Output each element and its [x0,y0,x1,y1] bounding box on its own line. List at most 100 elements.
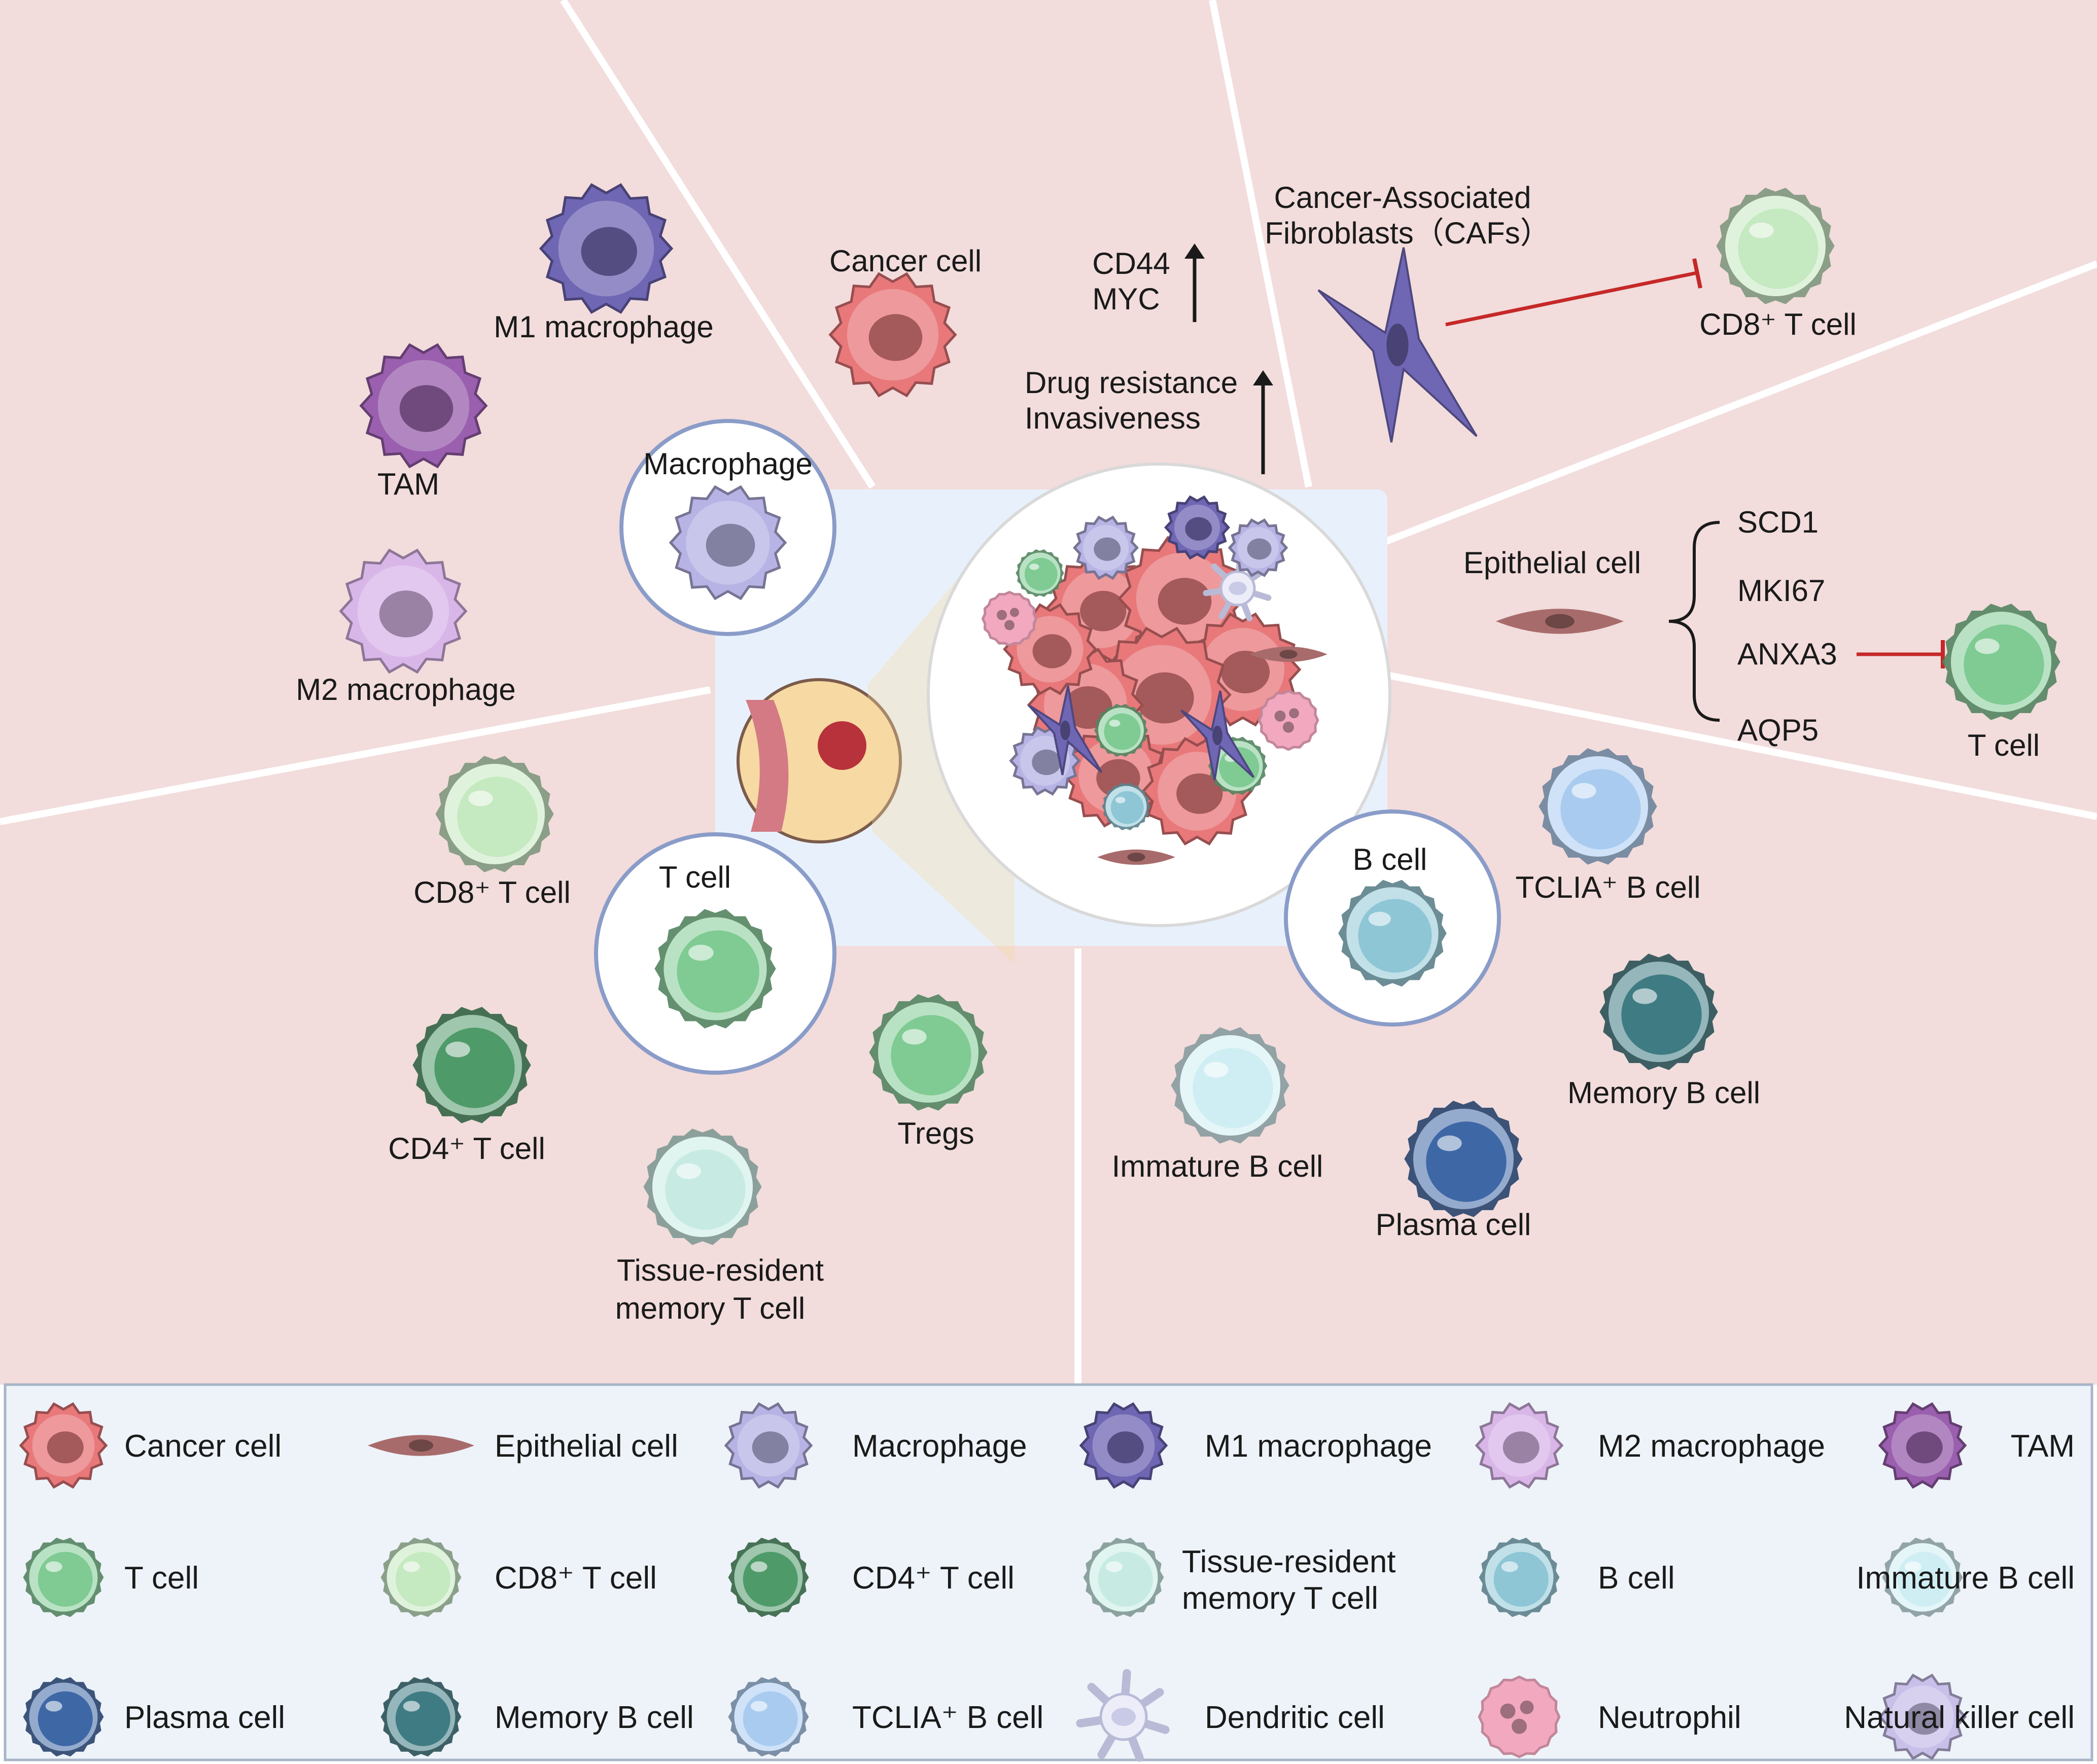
legend-swatch-icon [380,1537,462,1617]
cancer-cell-label: Cancer cell [829,244,982,278]
legend-label: Immature B cell [1856,1561,2075,1596]
gene-label-2: ANXA3 [1737,637,1837,671]
legend-label: M2 macrophage [1598,1429,1825,1464]
plasma-cell [1404,1101,1523,1217]
epithelial-label: Epithelial cell [1463,546,1641,580]
tumor-cell [1073,515,1139,580]
caf-inhibition-bar [1692,258,1702,289]
tumor-cell [1257,689,1319,751]
legend-item: Natural killer cell [1844,1673,2075,1760]
caf-in-tumor [1180,690,1255,781]
epithelial-in-tumor [1249,646,1327,662]
legend-item: CD4⁺ T cell [728,1537,1015,1617]
legend-item: Cancer cell [19,1402,282,1489]
legend-item: TAM [1878,1402,2075,1489]
legend-label: B cell [1598,1561,1675,1596]
legend-item: TCLIA⁺ B cell [728,1677,1043,1757]
tam-cell [359,343,488,469]
macrophage-zoom-circle: Macrophage [619,419,836,636]
gene-label-3: AQP5 [1737,713,1819,747]
legend-swatch-icon [1076,1669,1170,1762]
cd4-t-cell-label: CD4⁺ T cell [388,1132,545,1166]
caf-label-line2: Fibroblasts（CAFs） [1265,216,1550,250]
legend-swatch-icon [1882,1537,1963,1617]
cd8-t-cell-label: CD8⁺ T cell [413,875,571,909]
invasiveness-label: Invasiveness [1025,401,1201,435]
cd8-t-cell [435,756,554,872]
m1-macrophage-cell [539,183,674,314]
legend-swatch-icon [724,1402,813,1489]
legend-item: Immature B cell [1856,1537,2075,1617]
zoom-cell [669,485,787,601]
gene-label-0: SCD1 [1737,505,1819,539]
legend-label: Memory B cell [495,1700,694,1735]
macrophage-zoom-label: Macrophage [643,447,813,481]
zoom-cell [654,909,776,1029]
legend-label: Epithelial cell [495,1429,678,1464]
memory-b-cell [1599,954,1718,1070]
legend-swatch-icon [728,1677,809,1757]
plasma-cell-label: Plasma cell [1376,1208,1531,1242]
legend-label: Dendritic cell [1205,1700,1385,1735]
drug-resistance-label: Drug resistance [1025,366,1238,400]
epithelial-in-tumor [1097,849,1175,865]
m1-macrophage-label: M1 macrophage [494,310,714,344]
legend-swatch-icon [23,1537,104,1617]
legend-swatch-icon [19,1402,108,1489]
legend-item: M2 macrophage [1475,1402,1825,1489]
tumor-cell [981,590,1038,647]
immature-b-cell-label: Immature B cell [1112,1149,1323,1183]
tumor-cell [1228,518,1288,577]
b-cell-zoom-circle: B cell [1284,809,1501,1027]
memory-b-cell-label: Memory B cell [1567,1076,1760,1110]
legend-panel [4,1383,2093,1761]
tumor-cell [1203,553,1272,621]
tumor-microenvironment [927,463,1391,927]
legend-swatch-icon [1079,1402,1168,1489]
legend-item: Plasma cell [23,1677,285,1757]
legend-item: Macrophage [724,1402,1027,1489]
tclia-b-cell-label: TCLIA⁺ B cell [1515,870,1700,904]
cd4-t-cell [412,1007,531,1123]
epithelial-cell [1496,609,1624,634]
trm-label-line2: memory T cell [615,1291,806,1325]
immature-b-cell [1171,1027,1289,1144]
upregulation-arrow-head [1184,243,1205,259]
tumor-cell [1102,783,1150,830]
legend-swatch-icon [380,1677,462,1757]
legend-item: Dendritic cell [1076,1669,1385,1762]
cd8-t-cell-top-label: CD8⁺ T cell [1699,307,1857,341]
tam-label: TAM [377,467,439,501]
treg-cell [869,994,988,1111]
t-cell-right-label: T cell [1968,728,2040,762]
tumor-cell [1094,703,1148,757]
legend-swatch-icon [728,1537,809,1617]
sector-divider [0,686,711,825]
legend-swatch-icon [1475,1402,1564,1489]
sector-divider [1209,0,1312,488]
caf-in-tumor [1028,685,1103,775]
legend-label: Neutrophil [1598,1700,1741,1735]
increase-arrow-head [1253,370,1273,385]
t-cell-zoom-circle: T cell [594,832,836,1075]
legend-item: T cell [23,1537,199,1617]
t-cell-zoom-label: T cell [659,860,731,894]
legend-label: Cancer cell [124,1429,282,1464]
legend-item: Neutrophil [1478,1675,1741,1758]
cancer-cell [828,272,957,398]
tregs-label: Tregs [897,1116,974,1150]
legend-label: Plasma cell [124,1700,285,1735]
m2-macrophage-cell [339,548,468,674]
breast-tissue-inset [737,678,902,843]
trm-label-line1: Tissue-resident [617,1253,824,1287]
cd8-t-cell-top [1716,188,1835,304]
zoom-cell [1338,879,1447,987]
legend-label: TCLIA⁺ B cell [852,1700,1043,1735]
legend-swatch-icon [1478,1675,1561,1758]
sector-divider [1384,671,2097,820]
legend-label: CD8⁺ T cell [495,1561,657,1596]
